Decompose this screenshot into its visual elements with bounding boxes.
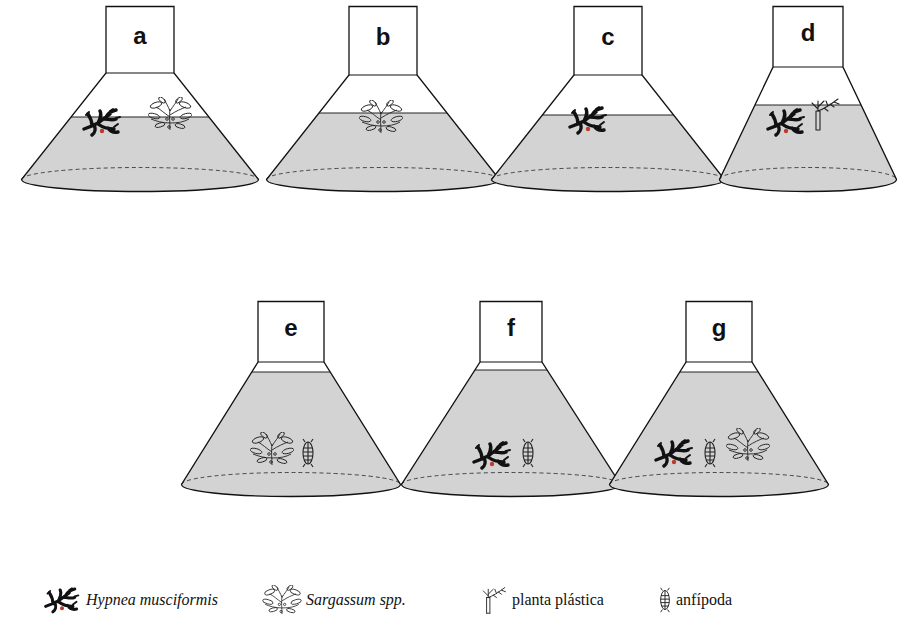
flask: a — [20, 5, 260, 193]
flask-letter: f — [507, 316, 515, 340]
legend-item: Hypnea musciformis — [42, 583, 218, 617]
organism-icon — [570, 107, 606, 133]
organism-icon — [148, 96, 193, 130]
flask: b — [265, 5, 501, 193]
organism-icon — [84, 109, 120, 135]
flask-letter: e — [284, 316, 297, 340]
legend: Hypnea musciformis Sargassum spp. planta p… — [40, 583, 890, 617]
legend-text: planta plástica — [512, 591, 604, 609]
organism-icon — [768, 109, 804, 135]
flask: e — [180, 300, 402, 498]
organism-icon — [303, 439, 313, 467]
flask: g — [608, 300, 830, 498]
legend-item: anfípoda — [658, 583, 732, 617]
organism-icon — [812, 99, 839, 130]
legend-item: Sargassum spp. — [262, 583, 406, 617]
flask: c — [490, 5, 726, 193]
legend-text: anfípoda — [676, 591, 732, 609]
flask-letter: c — [601, 25, 614, 49]
legend-symbol — [658, 587, 672, 613]
organism-icon — [523, 439, 533, 467]
flask: d — [718, 5, 898, 193]
flask-letter: g — [712, 316, 727, 340]
organism-icon — [359, 99, 404, 133]
legend-symbol — [480, 586, 508, 614]
flask: f — [400, 300, 622, 498]
legend-text: Sargassum spp. — [306, 591, 406, 609]
flask-letter: a — [133, 24, 146, 48]
organism-icon — [474, 442, 510, 468]
organism-icon — [705, 439, 715, 467]
legend-symbol — [262, 585, 302, 615]
flask-letter: b — [376, 25, 391, 49]
organism-icon — [726, 427, 771, 461]
legend-text: Hypnea musciformis — [86, 591, 218, 609]
organism-icon — [250, 431, 295, 465]
legend-symbol — [42, 586, 82, 614]
legend-item: planta plástica — [480, 583, 604, 617]
flask-letter: d — [801, 21, 816, 45]
organism-icon — [656, 440, 692, 466]
